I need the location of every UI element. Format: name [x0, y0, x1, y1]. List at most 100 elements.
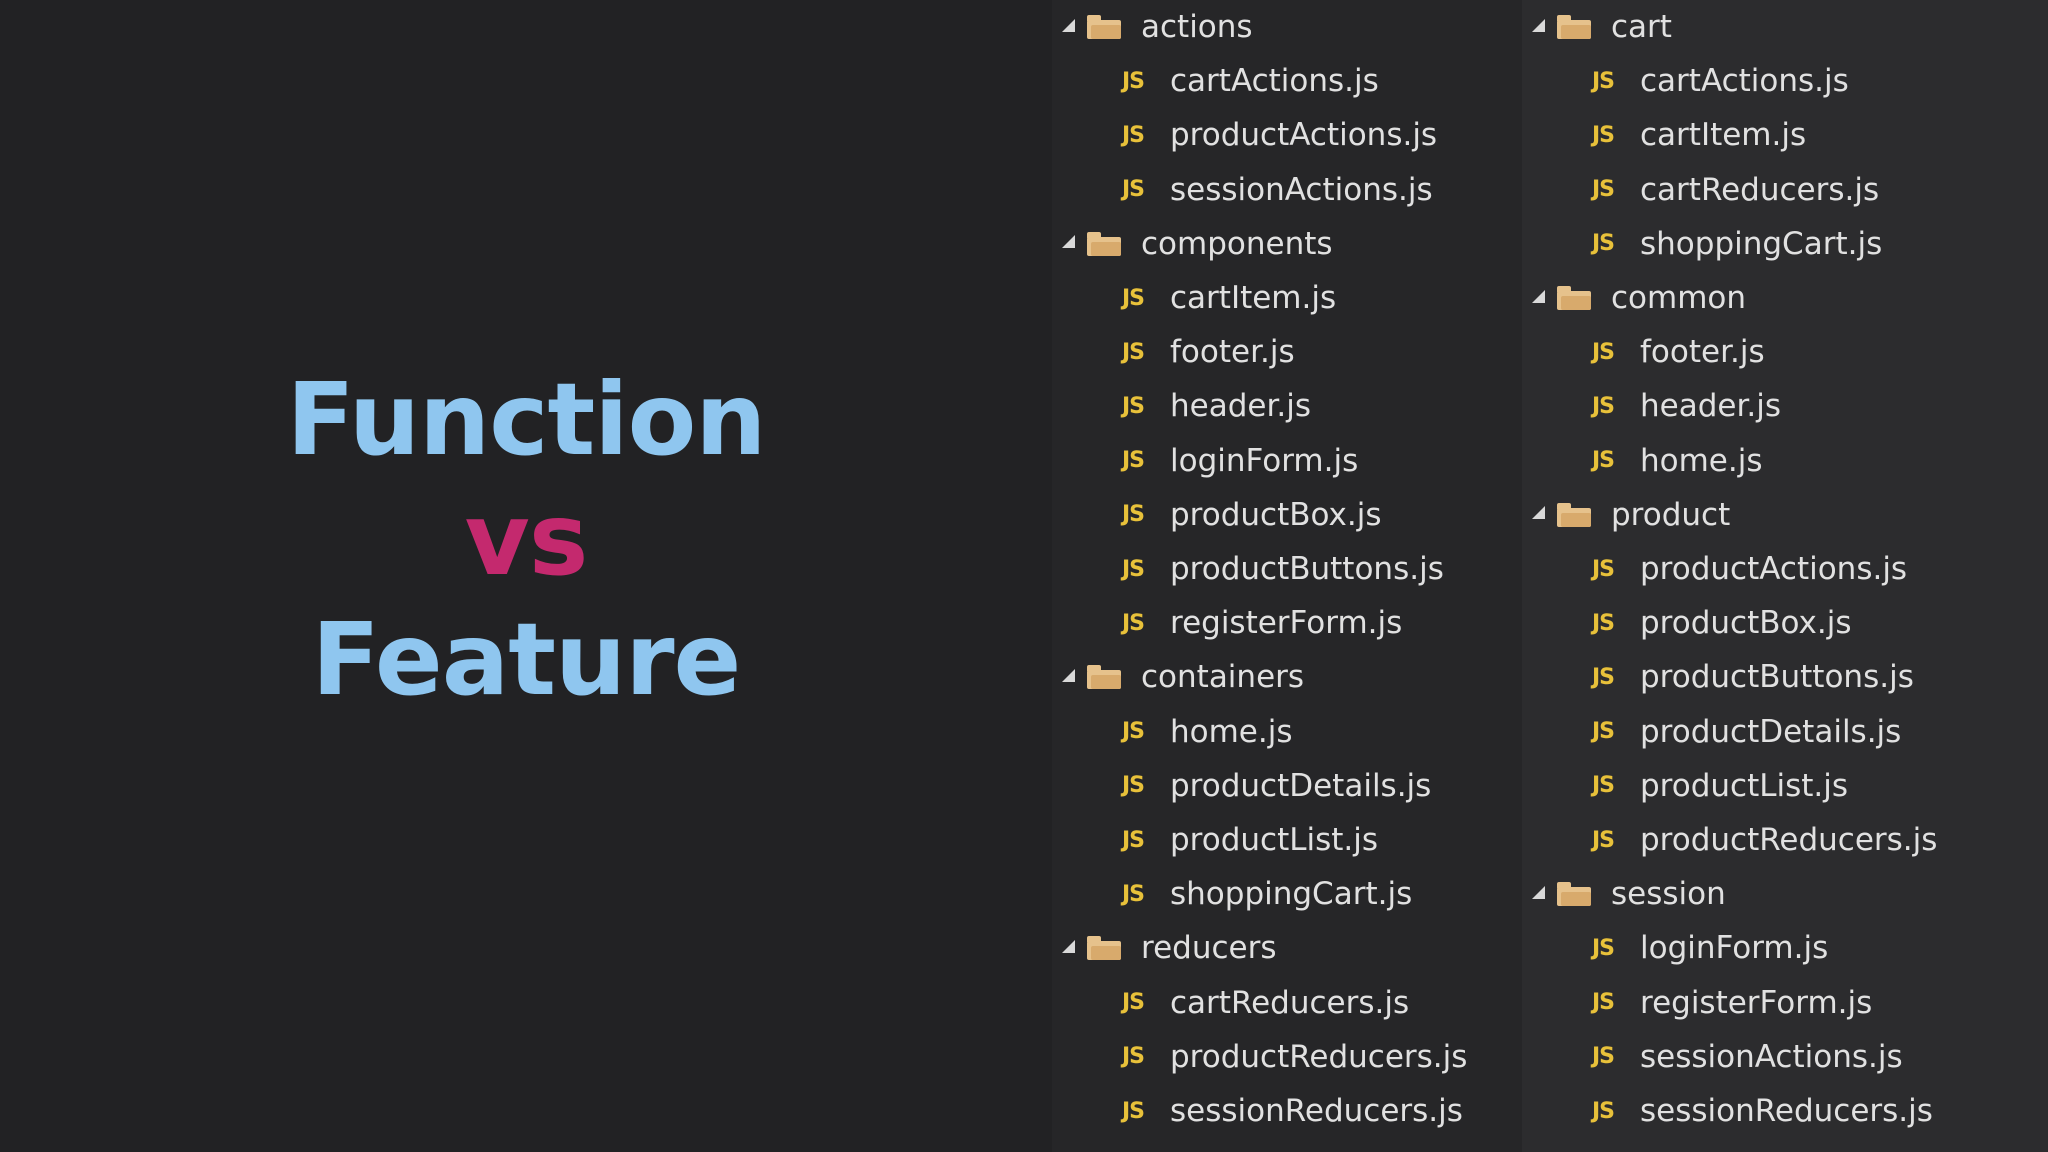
title-feature: Feature — [311, 601, 742, 718]
js-file-icon: JS — [1122, 1044, 1145, 1070]
file-name: productList.js — [1170, 822, 1379, 858]
function-file-row[interactable]: JS cartItem.js — [1052, 271, 1522, 325]
function-file-row[interactable]: JS footer.js — [1052, 325, 1522, 379]
folder-name: actions — [1141, 9, 1253, 45]
file-name: footer.js — [1170, 334, 1295, 371]
function-file-row[interactable]: JS sessionActions.js — [1052, 163, 1522, 217]
js-file-icon: JS — [1122, 881, 1145, 907]
expanded-arrow-icon[interactable] — [1532, 885, 1545, 899]
file-name: shoppingCart.js — [1170, 876, 1413, 913]
function-folder-reducers[interactable]: reducers — [1052, 921, 1522, 975]
file-name: cartItem.js — [1640, 117, 1807, 154]
expanded-arrow-icon[interactable] — [1532, 18, 1545, 32]
js-file-icon: JS — [1592, 610, 1615, 636]
js-file-icon: JS — [1122, 393, 1145, 419]
function-file-row[interactable]: JS shoppingCart.js — [1052, 867, 1522, 921]
js-file-icon: JS — [1592, 935, 1615, 961]
file-name: loginForm.js — [1170, 442, 1359, 479]
file-name: footer.js — [1640, 334, 1765, 371]
js-file-icon: JS — [1122, 610, 1145, 636]
function-folder-components[interactable]: components — [1052, 217, 1522, 271]
js-file-icon: JS — [1592, 990, 1615, 1016]
feature-folder-product[interactable]: product — [1522, 488, 2048, 542]
js-file-icon: JS — [1122, 177, 1145, 203]
file-name: productReducers.js — [1640, 822, 1938, 858]
file-name: productBox.js — [1640, 605, 1852, 642]
js-file-icon: JS — [1122, 990, 1145, 1016]
file-name: cartItem.js — [1170, 280, 1337, 316]
file-name: productActions.js — [1640, 551, 1908, 587]
file-name: productActions.js — [1170, 117, 1438, 154]
folder-open-icon — [1087, 15, 1121, 39]
folder-name: cart — [1611, 9, 1672, 45]
feature-folder-cart[interactable]: cart — [1522, 0, 2048, 54]
function-file-row[interactable]: JS productList.js — [1052, 813, 1522, 867]
file-name: sessionActions.js — [1640, 1038, 1903, 1075]
js-file-icon: JS — [1592, 393, 1615, 419]
title-function: Function — [286, 361, 767, 478]
file-name: registerForm.js — [1170, 605, 1403, 642]
feature-file-row[interactable]: JS shoppingCart.js — [1522, 217, 2048, 271]
feature-folder-session[interactable]: session — [1522, 867, 2048, 921]
function-file-row[interactable]: JS productReducers.js — [1052, 1030, 1522, 1084]
feature-folder-common[interactable]: common — [1522, 271, 2048, 325]
js-file-icon: JS — [1592, 177, 1615, 203]
expanded-arrow-icon[interactable] — [1062, 235, 1075, 249]
folder-open-icon — [1087, 936, 1121, 961]
expanded-arrow-icon[interactable] — [1532, 506, 1545, 520]
expanded-arrow-icon[interactable] — [1062, 939, 1075, 953]
js-file-icon: JS — [1592, 448, 1615, 474]
file-name: sessionActions.js — [1170, 171, 1433, 208]
expanded-arrow-icon[interactable] — [1062, 18, 1075, 32]
js-file-icon: JS — [1592, 231, 1615, 257]
folder-name: components — [1141, 225, 1333, 262]
folder-name: product — [1611, 496, 1731, 533]
function-folder-actions[interactable]: actions — [1052, 0, 1522, 54]
js-file-icon: JS — [1592, 773, 1615, 799]
js-file-icon: JS — [1122, 339, 1145, 365]
feature-file-row[interactable]: JS footer.js — [1522, 325, 2048, 379]
expanded-arrow-icon[interactable] — [1532, 289, 1545, 303]
file-name: productDetails.js — [1170, 767, 1432, 804]
js-file-icon: JS — [1122, 502, 1145, 528]
feature-file-row[interactable]: JS loginForm.js — [1522, 921, 2048, 975]
file-name: home.js — [1170, 713, 1293, 750]
function-file-row[interactable]: JS registerForm.js — [1052, 596, 1522, 650]
js-file-icon: JS — [1122, 285, 1145, 311]
function-folder-containers[interactable]: containers — [1052, 650, 1522, 704]
file-name: shoppingCart.js — [1640, 225, 1883, 262]
js-file-icon: JS — [1122, 827, 1145, 853]
js-file-icon: JS — [1592, 719, 1615, 745]
file-name: productReducers.js — [1170, 1038, 1468, 1075]
file-name: loginForm.js — [1640, 930, 1829, 967]
js-file-icon: JS — [1592, 339, 1615, 365]
file-name: productButtons.js — [1170, 551, 1444, 587]
feature-file-row[interactable]: JS productBox.js — [1522, 596, 2048, 650]
expanded-arrow-icon[interactable] — [1062, 668, 1075, 682]
